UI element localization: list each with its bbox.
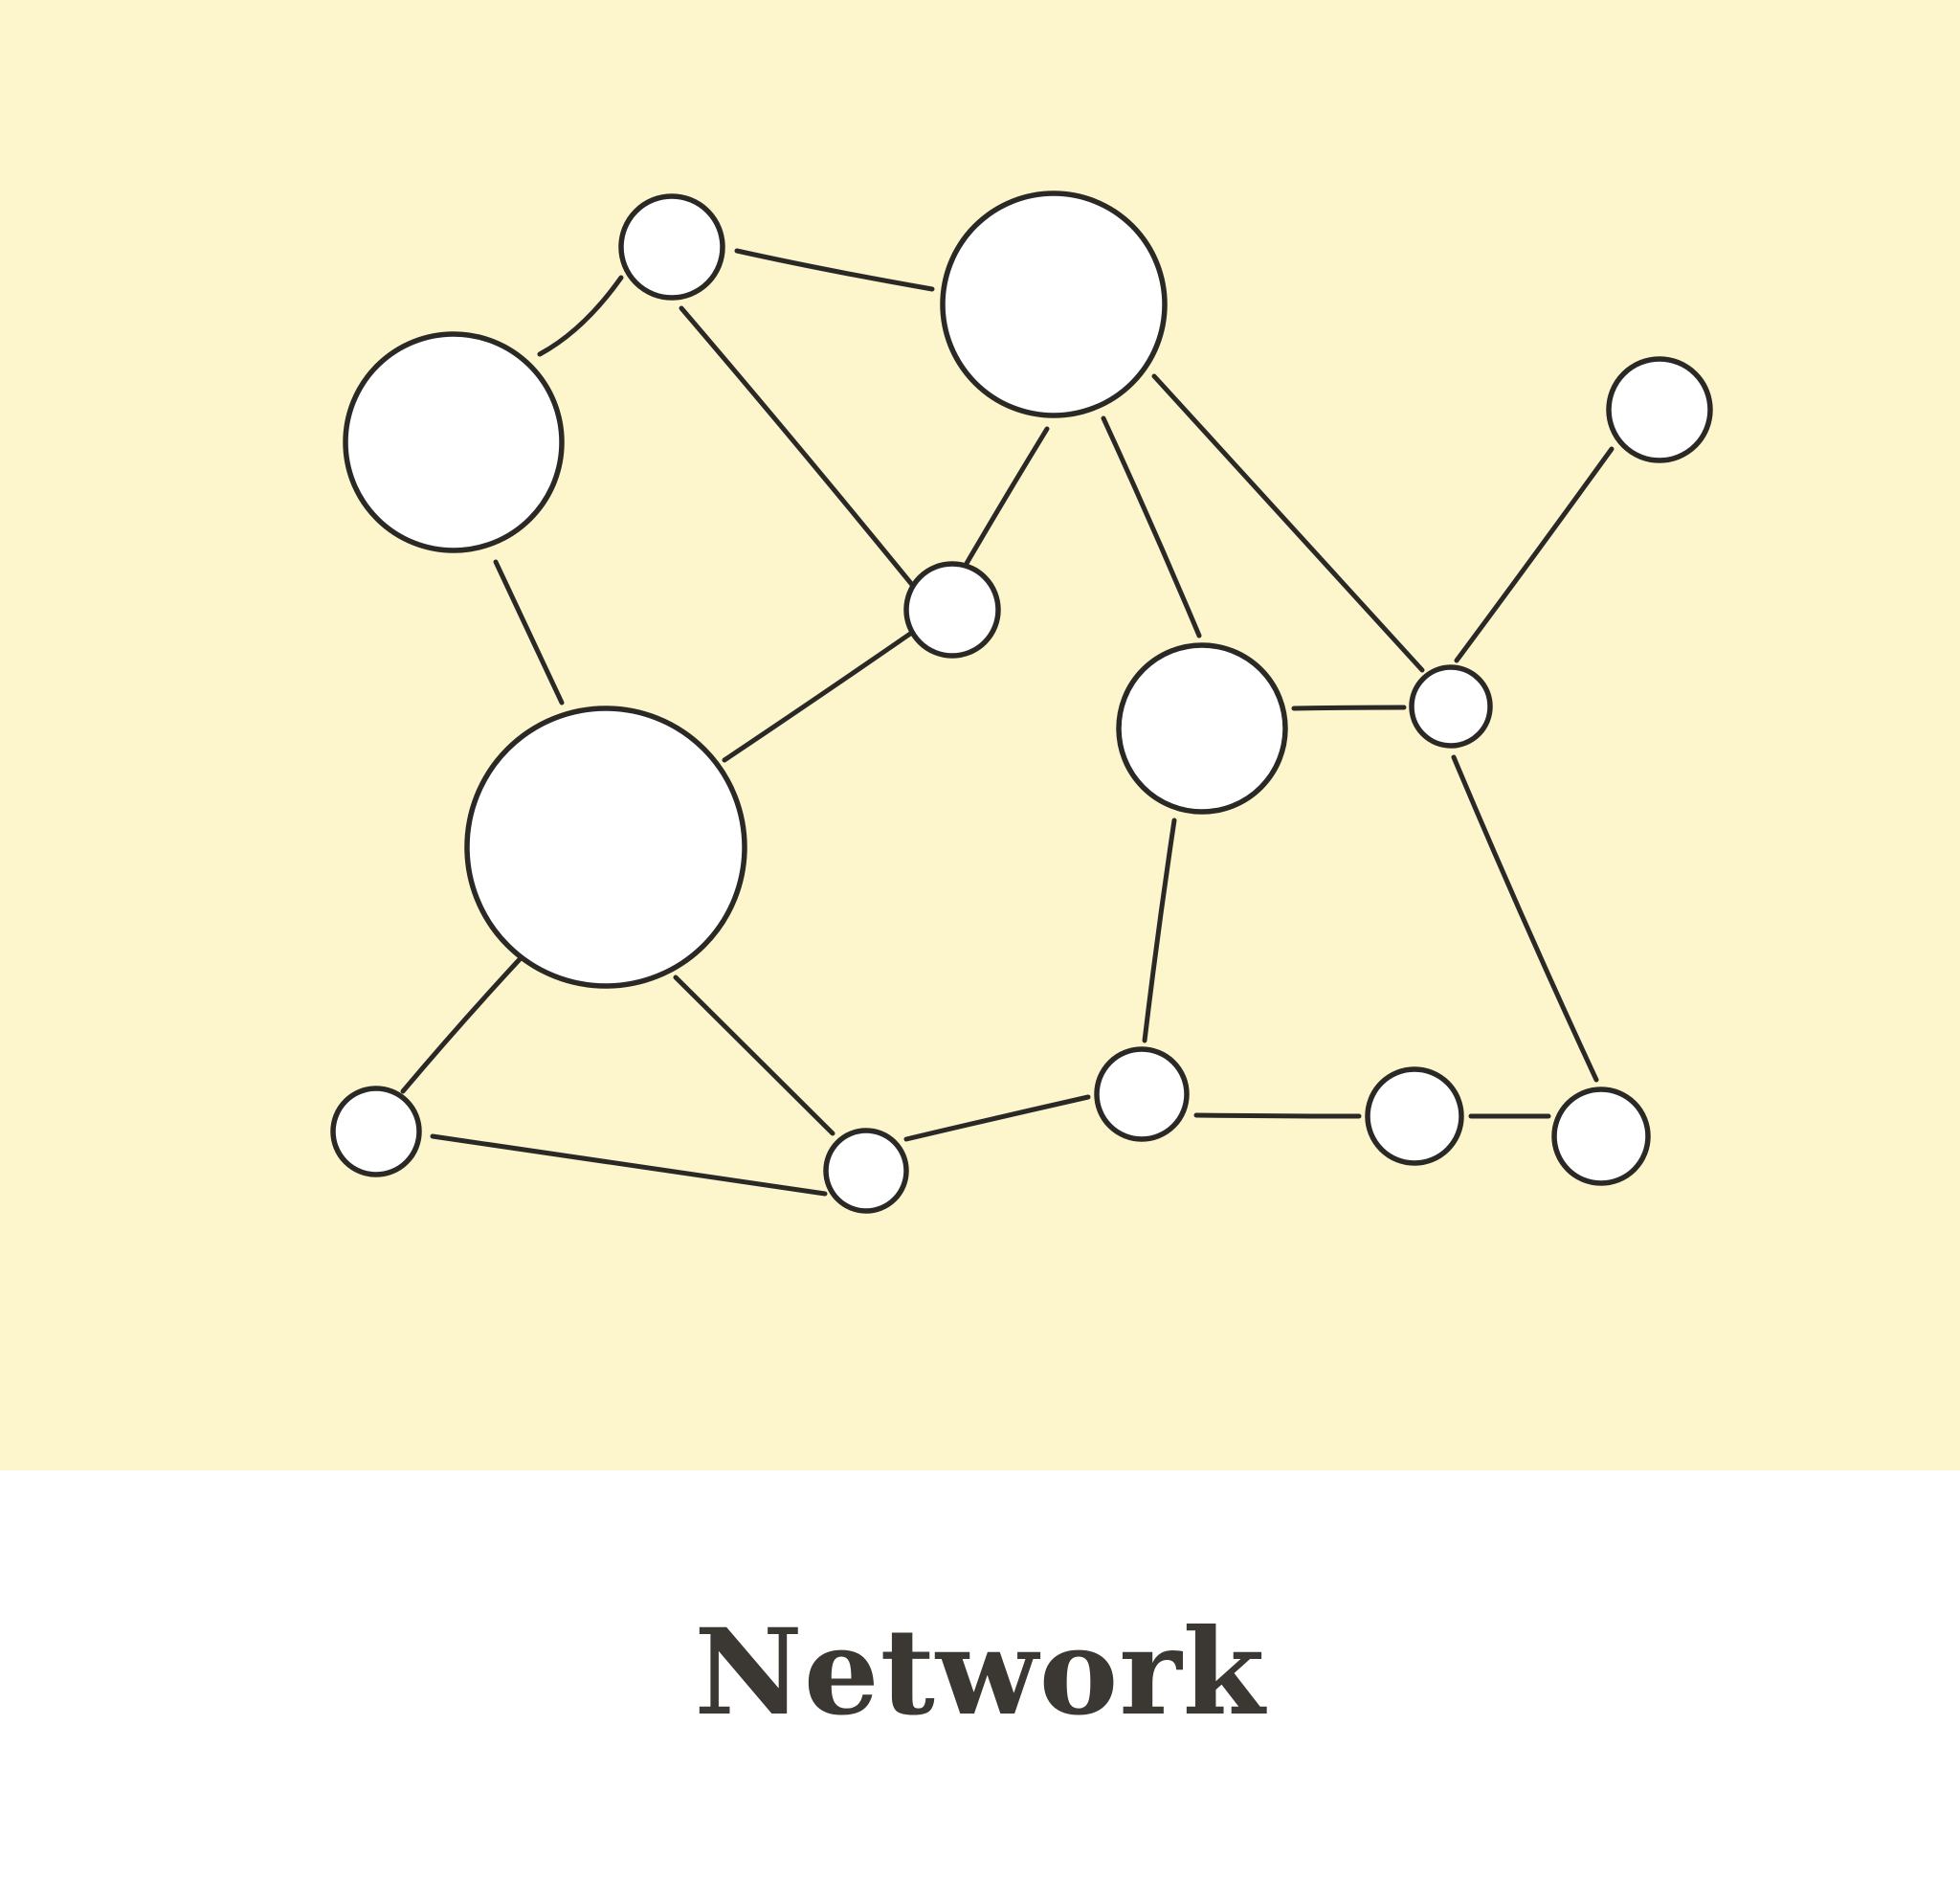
- edge-n12-n13: [1193, 1112, 1362, 1119]
- edge-n8-n9: [1451, 754, 1599, 1083]
- edge-n1-n4: [679, 305, 916, 589]
- nodes: [330, 190, 1713, 1214]
- network-node-n4: [903, 561, 1001, 659]
- edge-n6-n12: [1142, 818, 1177, 1043]
- edge-n5-n4: [722, 629, 916, 763]
- edge-n2-n4: [962, 426, 1050, 570]
- edge-n11-n12: [903, 1094, 1091, 1142]
- network-node-n1: [618, 193, 725, 301]
- edge-n1-n2: [734, 248, 935, 292]
- network-node-n5: [464, 706, 747, 989]
- network-node-n12: [1094, 1046, 1190, 1142]
- network-node-n3: [343, 331, 565, 553]
- network-diagram: [330, 190, 1713, 1214]
- caption-area: Network: [0, 1470, 1960, 1882]
- edge-n6-n7: [1291, 705, 1407, 711]
- network-node-n13: [1365, 1066, 1464, 1166]
- edge-n1-n3: [537, 275, 624, 357]
- network-node-n8: [1606, 356, 1713, 463]
- edge-n5-n11: [673, 975, 835, 1136]
- edge-n3-n5: [493, 559, 565, 706]
- network-node-n2: [940, 190, 1168, 418]
- network-illustration: [0, 0, 1960, 1470]
- caption-title: Network: [694, 1603, 1266, 1742]
- edge-n5-n10: [400, 955, 523, 1094]
- edge-n2-n6: [1101, 415, 1202, 639]
- network-node-n6: [1116, 642, 1288, 815]
- edge-n2-n7: [1151, 373, 1425, 673]
- network-node-n10: [330, 1086, 422, 1177]
- edge-n10-n11: [430, 1133, 828, 1197]
- network-node-n9: [1551, 1087, 1651, 1186]
- network-node-n11: [823, 1128, 909, 1214]
- edges: [400, 248, 1615, 1197]
- network-node-n7: [1409, 664, 1493, 749]
- edge-n7-n8: [1454, 446, 1615, 663]
